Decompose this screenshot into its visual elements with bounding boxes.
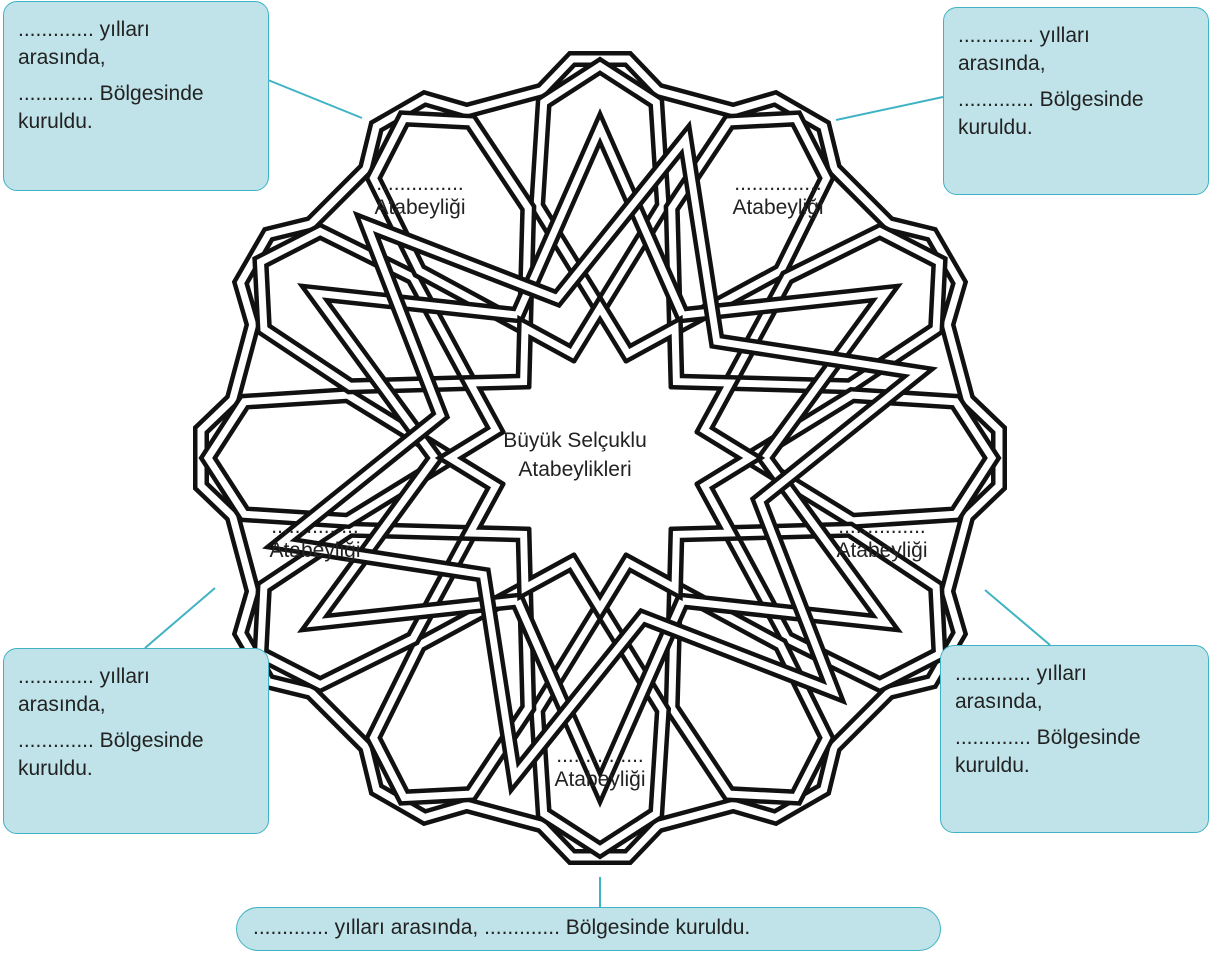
connector-bottom-right bbox=[984, 589, 1051, 646]
callout-box-bottom-right: ............. yılları arasında, .........… bbox=[940, 645, 1209, 833]
petal-core bbox=[668, 114, 831, 334]
connector-bottom-left bbox=[144, 587, 216, 649]
petal-core bbox=[668, 582, 831, 802]
bottom-callout-text: ............. yılları arasında, ........… bbox=[253, 916, 751, 939]
atabeylik-label: Atabeyliği bbox=[554, 768, 646, 791]
petal-core bbox=[256, 227, 476, 390]
years-text: ............. yılları bbox=[18, 18, 150, 41]
twelve-point-star-ornament bbox=[193, 51, 1007, 865]
atabeylik-label: Atabeyliği bbox=[836, 539, 928, 562]
petal-core bbox=[743, 391, 997, 525]
between-text: arasında, bbox=[18, 693, 106, 716]
center-title-line-2: Atabeylikleri bbox=[518, 458, 632, 481]
between-text: arasında, bbox=[18, 46, 106, 69]
between-text: arasında, bbox=[955, 690, 1043, 713]
petal-core bbox=[724, 526, 944, 689]
blank-line: ............... bbox=[271, 515, 359, 538]
central-disc bbox=[502, 360, 698, 556]
connector-top-right bbox=[835, 96, 944, 121]
callout-box-top-left: ............. yılları arasında, .........… bbox=[3, 1, 269, 191]
atabeylik-label: Atabeyliği bbox=[374, 196, 466, 219]
petal-label-top-right: ............... Atabeyliği bbox=[708, 172, 848, 220]
region-text: ............. Bölgesinde bbox=[18, 729, 204, 752]
petal-label-bottom: ............... Atabeyliği bbox=[530, 744, 670, 792]
atabeylik-label: Atabeyliği bbox=[269, 539, 361, 562]
region-text: ............. Bölgesinde bbox=[958, 88, 1144, 111]
callout-box-bottom: ............. yılları arasında, ........… bbox=[236, 907, 941, 951]
region-text: ............. Bölgesinde bbox=[955, 726, 1141, 749]
petal-core bbox=[533, 61, 667, 315]
founded-text: kuruldu. bbox=[955, 754, 1030, 777]
center-title-line-1: Büyük Selçuklu bbox=[503, 429, 647, 452]
founded-text: kuruldu. bbox=[18, 110, 93, 133]
atabeylik-label: Atabeyliği bbox=[732, 196, 824, 219]
interlace-star-core bbox=[272, 130, 928, 786]
blank-line: ............... bbox=[556, 744, 644, 767]
interlace-star-core bbox=[306, 119, 894, 797]
petal-core bbox=[203, 391, 457, 525]
connector-top-left bbox=[267, 79, 363, 119]
petal-label-right: ............... Atabeyliği bbox=[812, 515, 952, 563]
between-text: arasında, bbox=[958, 52, 1046, 75]
petal-core bbox=[369, 114, 532, 334]
petal-core bbox=[369, 582, 532, 802]
callout-box-top-right: ............. yılları arasında, .........… bbox=[943, 7, 1209, 195]
petal-label-left: ............... Atabeyliği bbox=[245, 515, 385, 563]
founded-text: kuruldu. bbox=[958, 116, 1033, 139]
blank-line: ............... bbox=[838, 515, 926, 538]
region-text: ............. Bölgesinde bbox=[18, 82, 204, 105]
years-text: ............. yılları bbox=[958, 24, 1090, 47]
callout-box-bottom-left: ............. yılları arasında, .........… bbox=[3, 648, 269, 834]
petal-label-top-left: ............... Atabeyliği bbox=[350, 172, 490, 220]
blank-line: ............... bbox=[734, 172, 822, 195]
connector-lines bbox=[144, 79, 1051, 907]
central-star-core bbox=[443, 301, 757, 615]
petal-core bbox=[724, 227, 944, 390]
center-title: Büyük Selçuklu Atabeylikleri bbox=[475, 426, 675, 484]
founded-text: kuruldu. bbox=[18, 757, 93, 780]
petal-core bbox=[533, 601, 667, 855]
blank-line: ............... bbox=[376, 172, 464, 195]
years-text: ............. yılları bbox=[18, 665, 150, 688]
years-text: ............. yılları bbox=[955, 662, 1087, 685]
outer-rim-core bbox=[197, 55, 1003, 861]
